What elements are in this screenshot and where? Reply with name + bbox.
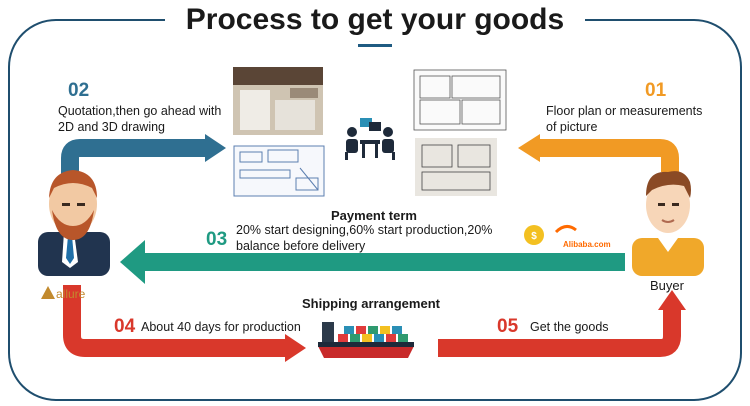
- step-03-text: 20% start designing,60% start production…: [236, 223, 493, 253]
- arrow-head-01: [518, 134, 540, 162]
- arrow-step-05: [438, 310, 681, 357]
- seller-avatar: [38, 170, 110, 276]
- measurement-sketch-picture: [415, 138, 497, 196]
- step-01-text: Floor plan or measurements of picture: [546, 104, 703, 134]
- step-03-number: 03: [206, 229, 228, 250]
- allure-logo-text: allure: [56, 287, 86, 301]
- alibaba-logo: [554, 225, 577, 234]
- arrow-step-04: [63, 285, 285, 357]
- step-02-number: 02: [68, 80, 90, 101]
- cargo-ship-icon: [318, 322, 414, 358]
- shipping-arrangement-title: Shipping arrangement: [302, 296, 440, 311]
- payment-term-title: Payment term: [331, 208, 417, 223]
- kitchen-3d-render-picture: [233, 67, 323, 135]
- title-underline: [358, 44, 392, 47]
- buyer-avatar: [632, 171, 704, 276]
- arrow-head-04: [285, 334, 306, 362]
- arrow-step-01: [540, 139, 679, 172]
- allure-logo: [41, 286, 55, 299]
- step-01-number: 01: [645, 80, 667, 101]
- step-04-number: 04: [114, 316, 136, 337]
- arrow-head-02: [205, 134, 226, 162]
- page-title: Process to get your goods: [165, 2, 585, 38]
- arrow-step-03: [145, 253, 625, 271]
- step-04-text: About 40 days for production: [141, 320, 301, 334]
- coin-icon: $: [524, 225, 544, 245]
- svg-text:$: $: [531, 231, 537, 242]
- meeting-icon: [345, 118, 395, 160]
- arrow-step-02: [61, 139, 205, 175]
- floor-plan-picture: [413, 69, 507, 131]
- 2d-drawing-picture: [233, 145, 325, 197]
- buyer-label: Buyer: [650, 278, 684, 293]
- arrow-head-05: [658, 290, 686, 310]
- arrow-head-03: [120, 240, 145, 284]
- step-05-text: Get the goods: [530, 320, 609, 334]
- alibaba-logo-text: Alibaba.com: [563, 240, 611, 249]
- step-02-text: Quotation,then go ahead with 2D and 3D d…: [58, 104, 222, 134]
- step-05-number: 05: [497, 316, 519, 337]
